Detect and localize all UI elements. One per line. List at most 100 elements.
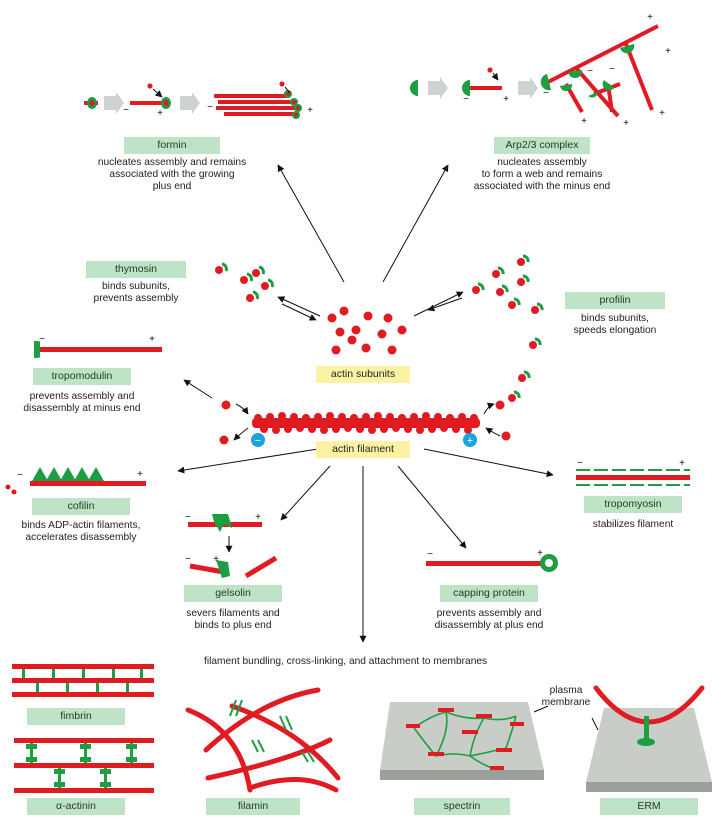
profilin-return-arrow	[427, 297, 463, 312]
formin-desc-line-2: associated with the growing	[109, 169, 235, 180]
svg-text:+: +	[679, 458, 685, 469]
filamin-label: filamin	[206, 798, 300, 815]
svg-text:+: +	[659, 108, 665, 119]
formin-description: nucleates assembly and remains associate…	[80, 157, 264, 193]
thymosin-subunits	[215, 262, 274, 302]
plasma-membrane-line-1: plasma	[549, 685, 583, 696]
arp23-label: Arp2/3 complex	[494, 137, 590, 154]
actin-subunit-cluster	[327, 306, 407, 355]
capping-protein-label: capping protein	[440, 585, 538, 602]
fimbrin-label: fimbrin	[27, 708, 125, 725]
svg-text:+: +	[307, 105, 313, 116]
actin-subunits-label: actin subunits	[316, 366, 410, 383]
svg-text:+: +	[157, 108, 163, 119]
gelsolin-diagram	[188, 514, 278, 579]
capping-protein-description: prevents assembly and disassembly at plu…	[414, 608, 564, 632]
svg-text:−: −	[207, 102, 213, 113]
svg-text:+: +	[137, 469, 143, 480]
svg-text:−: −	[17, 470, 23, 481]
formin-diagram	[84, 81, 302, 119]
filament-end-subunits	[219, 400, 511, 445]
plasma-membrane-line-2: membrane	[541, 697, 591, 708]
thymosin-label: thymosin	[86, 261, 186, 278]
filamin-crosslinks	[229, 699, 315, 763]
gelsolin-description: severs filaments and binds to plus end	[168, 608, 298, 632]
alpha-actinin-diagram	[14, 738, 154, 793]
plasma-membrane-label: plasma membrane	[536, 685, 596, 709]
actin-filament	[252, 412, 480, 434]
profilin-desc-line-2: speeds elongation	[573, 325, 657, 336]
thymosin-desc-line-1: binds subunits,	[102, 281, 170, 292]
spectrin-diagram	[380, 702, 549, 780]
spectrin-label: spectrin	[414, 798, 510, 815]
svg-text:−: −	[587, 66, 593, 77]
svg-text:+: +	[581, 116, 587, 127]
tropomyosin-desc-line-1: stabilizes filament	[592, 519, 674, 530]
profilin-desc-line-1: binds subunits,	[581, 313, 649, 324]
formin-desc-line-3: plus end	[152, 181, 192, 192]
svg-text:−: −	[543, 88, 549, 99]
central-arrows	[177, 164, 554, 643]
svg-text:−: −	[185, 554, 191, 565]
svg-text:+: +	[467, 435, 473, 447]
arp23-desc-line-3: associated with the minus end	[473, 181, 611, 192]
svg-text:−: −	[39, 334, 45, 345]
tropomodulin-label: tropomodulin	[33, 368, 131, 385]
svg-text:+: +	[647, 12, 653, 23]
filament-exchange-arrows	[233, 402, 501, 441]
svg-text:−: −	[427, 549, 433, 560]
svg-text:−: −	[185, 512, 191, 523]
capping-protein-desc-line-2: disassembly at plus end	[434, 620, 544, 631]
gelsolin-desc-line-1: severs filaments and	[186, 608, 280, 619]
profilin-subunits	[472, 254, 544, 402]
tropomyosin-label: tropomyosin	[584, 496, 682, 513]
svg-text:−: −	[577, 458, 583, 469]
arp23-desc-line-2: to form a web and remains	[481, 169, 603, 180]
svg-text:+: +	[665, 46, 671, 57]
profilin-label: profilin	[565, 292, 665, 309]
cofilin-desc-line-2: accelerates disassembly	[25, 532, 137, 543]
svg-text:+: +	[255, 512, 261, 523]
cofilin-description: binds ADP-actin filaments, accelerates d…	[6, 520, 156, 544]
tropomodulin-diagram	[33, 341, 162, 358]
svg-text:−: −	[463, 94, 469, 105]
tropomyosin-diagram	[576, 469, 690, 486]
tropomodulin-desc-line-1: prevents assembly and	[29, 391, 135, 402]
plus-end-charge-icon: +	[463, 433, 477, 447]
cofilin-label: cofilin	[32, 498, 130, 515]
svg-text:−: −	[255, 435, 261, 447]
tropomodulin-description: prevents assembly and disassembly at min…	[12, 391, 152, 415]
fimbrin-diagram	[12, 664, 154, 697]
cofilin-desc-line-1: binds ADP-actin filaments,	[21, 520, 141, 531]
formin-label: formin	[124, 137, 220, 154]
thymosin-return-arrow	[281, 303, 317, 321]
gelsolin-desc-line-2: binds to plus end	[194, 620, 272, 631]
thymosin-desc-line-2: prevents assembly	[93, 293, 179, 304]
filamin-diagram	[185, 687, 341, 793]
capping-protein-diagram	[426, 554, 558, 572]
arp23-description: nucleates assembly to form a web and rem…	[452, 157, 632, 193]
end-polarity-labels: − + − + − + + − + − − + + + − + − + − + …	[17, 12, 685, 565]
tropomodulin-desc-line-2: disassembly at minus end	[23, 403, 141, 414]
actin-filament-label: actin filament	[316, 441, 410, 458]
tropomyosin-description: stabilizes filament	[574, 519, 692, 531]
svg-text:+: +	[503, 94, 509, 105]
bundling-caption: filament bundling, cross-linking, and at…	[204, 656, 488, 667]
thymosin-description: binds subunits, prevents assembly	[76, 281, 196, 305]
erm-label: ERM	[600, 798, 698, 815]
alpha-actinin-label: α-actinin	[27, 798, 125, 815]
arp23-desc-line-1: nucleates assembly	[497, 157, 587, 168]
svg-text:+: +	[623, 118, 629, 129]
capping-protein-desc-line-1: prevents assembly and	[436, 608, 542, 619]
gelsolin-label: gelsolin	[184, 585, 282, 602]
formin-desc-line-1: nucleates assembly and remains	[97, 157, 247, 168]
svg-text:+: +	[213, 554, 219, 565]
svg-text:+: +	[149, 334, 155, 345]
erm-diagram	[586, 685, 712, 792]
minus-end-charge-icon: −	[251, 433, 265, 447]
arp23-diagram	[410, 24, 659, 118]
cofilin-diagram	[5, 467, 146, 495]
svg-text:−: −	[123, 105, 129, 116]
profilin-description: binds subunits, speeds elongation	[555, 313, 675, 337]
